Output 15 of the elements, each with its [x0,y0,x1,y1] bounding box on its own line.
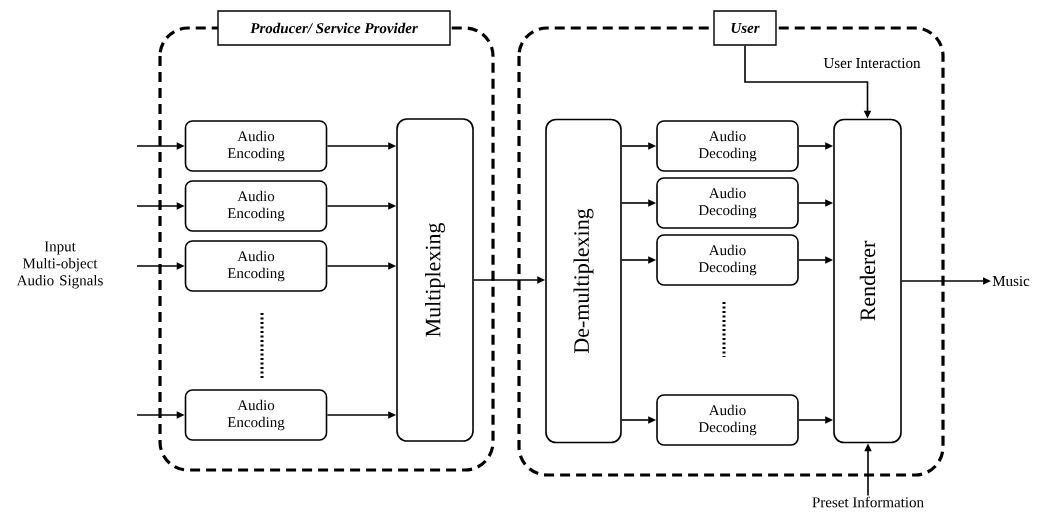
process-box: Audio Decoding [656,177,799,229]
process-box: Audio Decoding [656,120,799,172]
edge-label: User Interaction [822,56,922,70]
process-box: Audio Encoding [184,180,328,232]
input-label: Input Multi-object Audio Signals [16,241,103,289]
process-box: Audio Encoding [184,389,328,441]
text-label: Preset Information [812,496,924,508]
process-box: Audio Decoding [656,394,799,446]
process-box: Audio Encoding [184,120,328,172]
text-label: Music [992,275,1030,287]
process-box: Renderer [833,118,902,444]
process-box: Audio Decoding [656,234,799,286]
process-box: Audio Encoding [184,240,328,292]
process-box: De-multiplexing [545,118,622,444]
process-box: Multiplexing [396,118,474,442]
